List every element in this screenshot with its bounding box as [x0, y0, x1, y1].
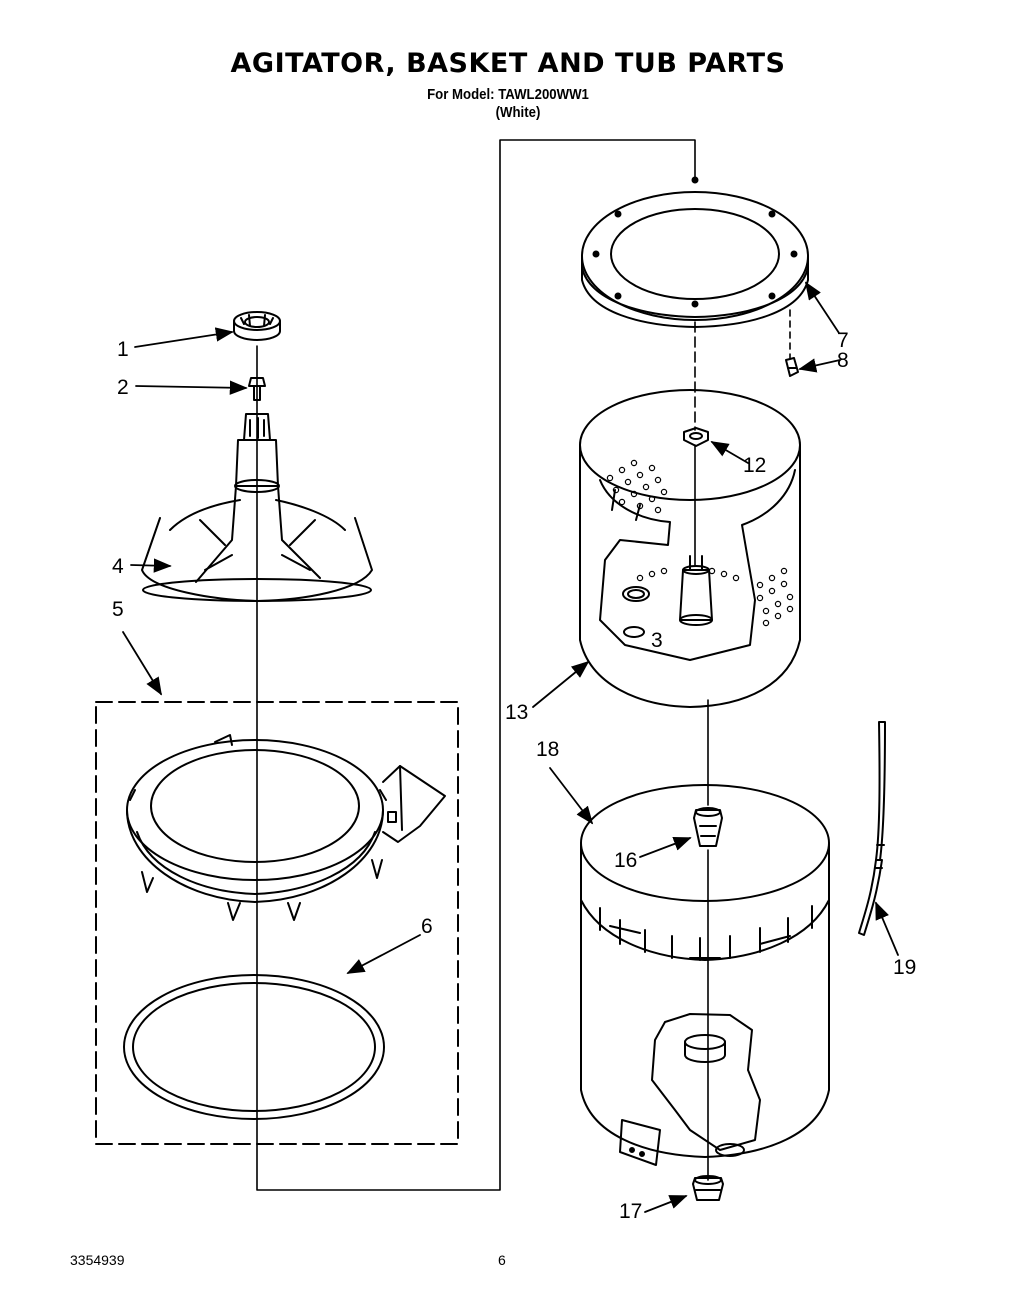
callout-4: 4 — [112, 555, 124, 578]
balance-ring-assembly — [126, 734, 446, 921]
tub-ring-clip — [785, 357, 799, 377]
page-number: 6 — [498, 1252, 506, 1268]
callout-16: 16 — [614, 849, 637, 872]
agitator-bolt — [248, 377, 266, 401]
drain-hose — [858, 721, 886, 936]
tub-ring — [581, 176, 809, 328]
tub-hub — [693, 807, 723, 847]
tub-drain-fitting — [692, 1175, 724, 1201]
callout-18: 18 — [536, 738, 559, 761]
agitator — [141, 413, 373, 602]
agitator-cap — [233, 311, 281, 341]
callout-7: 7 — [837, 329, 849, 352]
callout-1: 1 — [117, 338, 129, 361]
document-number: 3354939 — [70, 1252, 125, 1268]
callout-3: 3 — [651, 629, 663, 652]
callout-17: 17 — [619, 1200, 642, 1223]
outer-tub — [580, 784, 830, 1166]
callout-labels: 1 2 3 4 5 6 7 8 12 13 16 17 18 19 — [112, 329, 916, 1223]
color-line: (White) — [495, 104, 541, 121]
basket-drive-nut — [683, 427, 709, 447]
basket-perforations — [606, 459, 794, 627]
kit-dashed-box — [95, 701, 459, 1145]
callout-6: 6 — [421, 915, 433, 938]
seal-ring — [123, 974, 385, 1120]
callout-2: 2 — [117, 376, 129, 399]
model-line: For Model: TAWL200WW1 — [427, 86, 589, 103]
callout-13: 13 — [505, 701, 528, 724]
leader-arrows — [122, 281, 899, 1213]
callout-19: 19 — [893, 956, 916, 979]
callout-5: 5 — [112, 598, 124, 621]
spin-basket — [579, 389, 801, 708]
callout-8: 8 — [837, 349, 849, 372]
callout-12: 12 — [743, 454, 766, 477]
page-title: AGITATOR, BASKET AND TUB PARTS — [230, 48, 786, 79]
